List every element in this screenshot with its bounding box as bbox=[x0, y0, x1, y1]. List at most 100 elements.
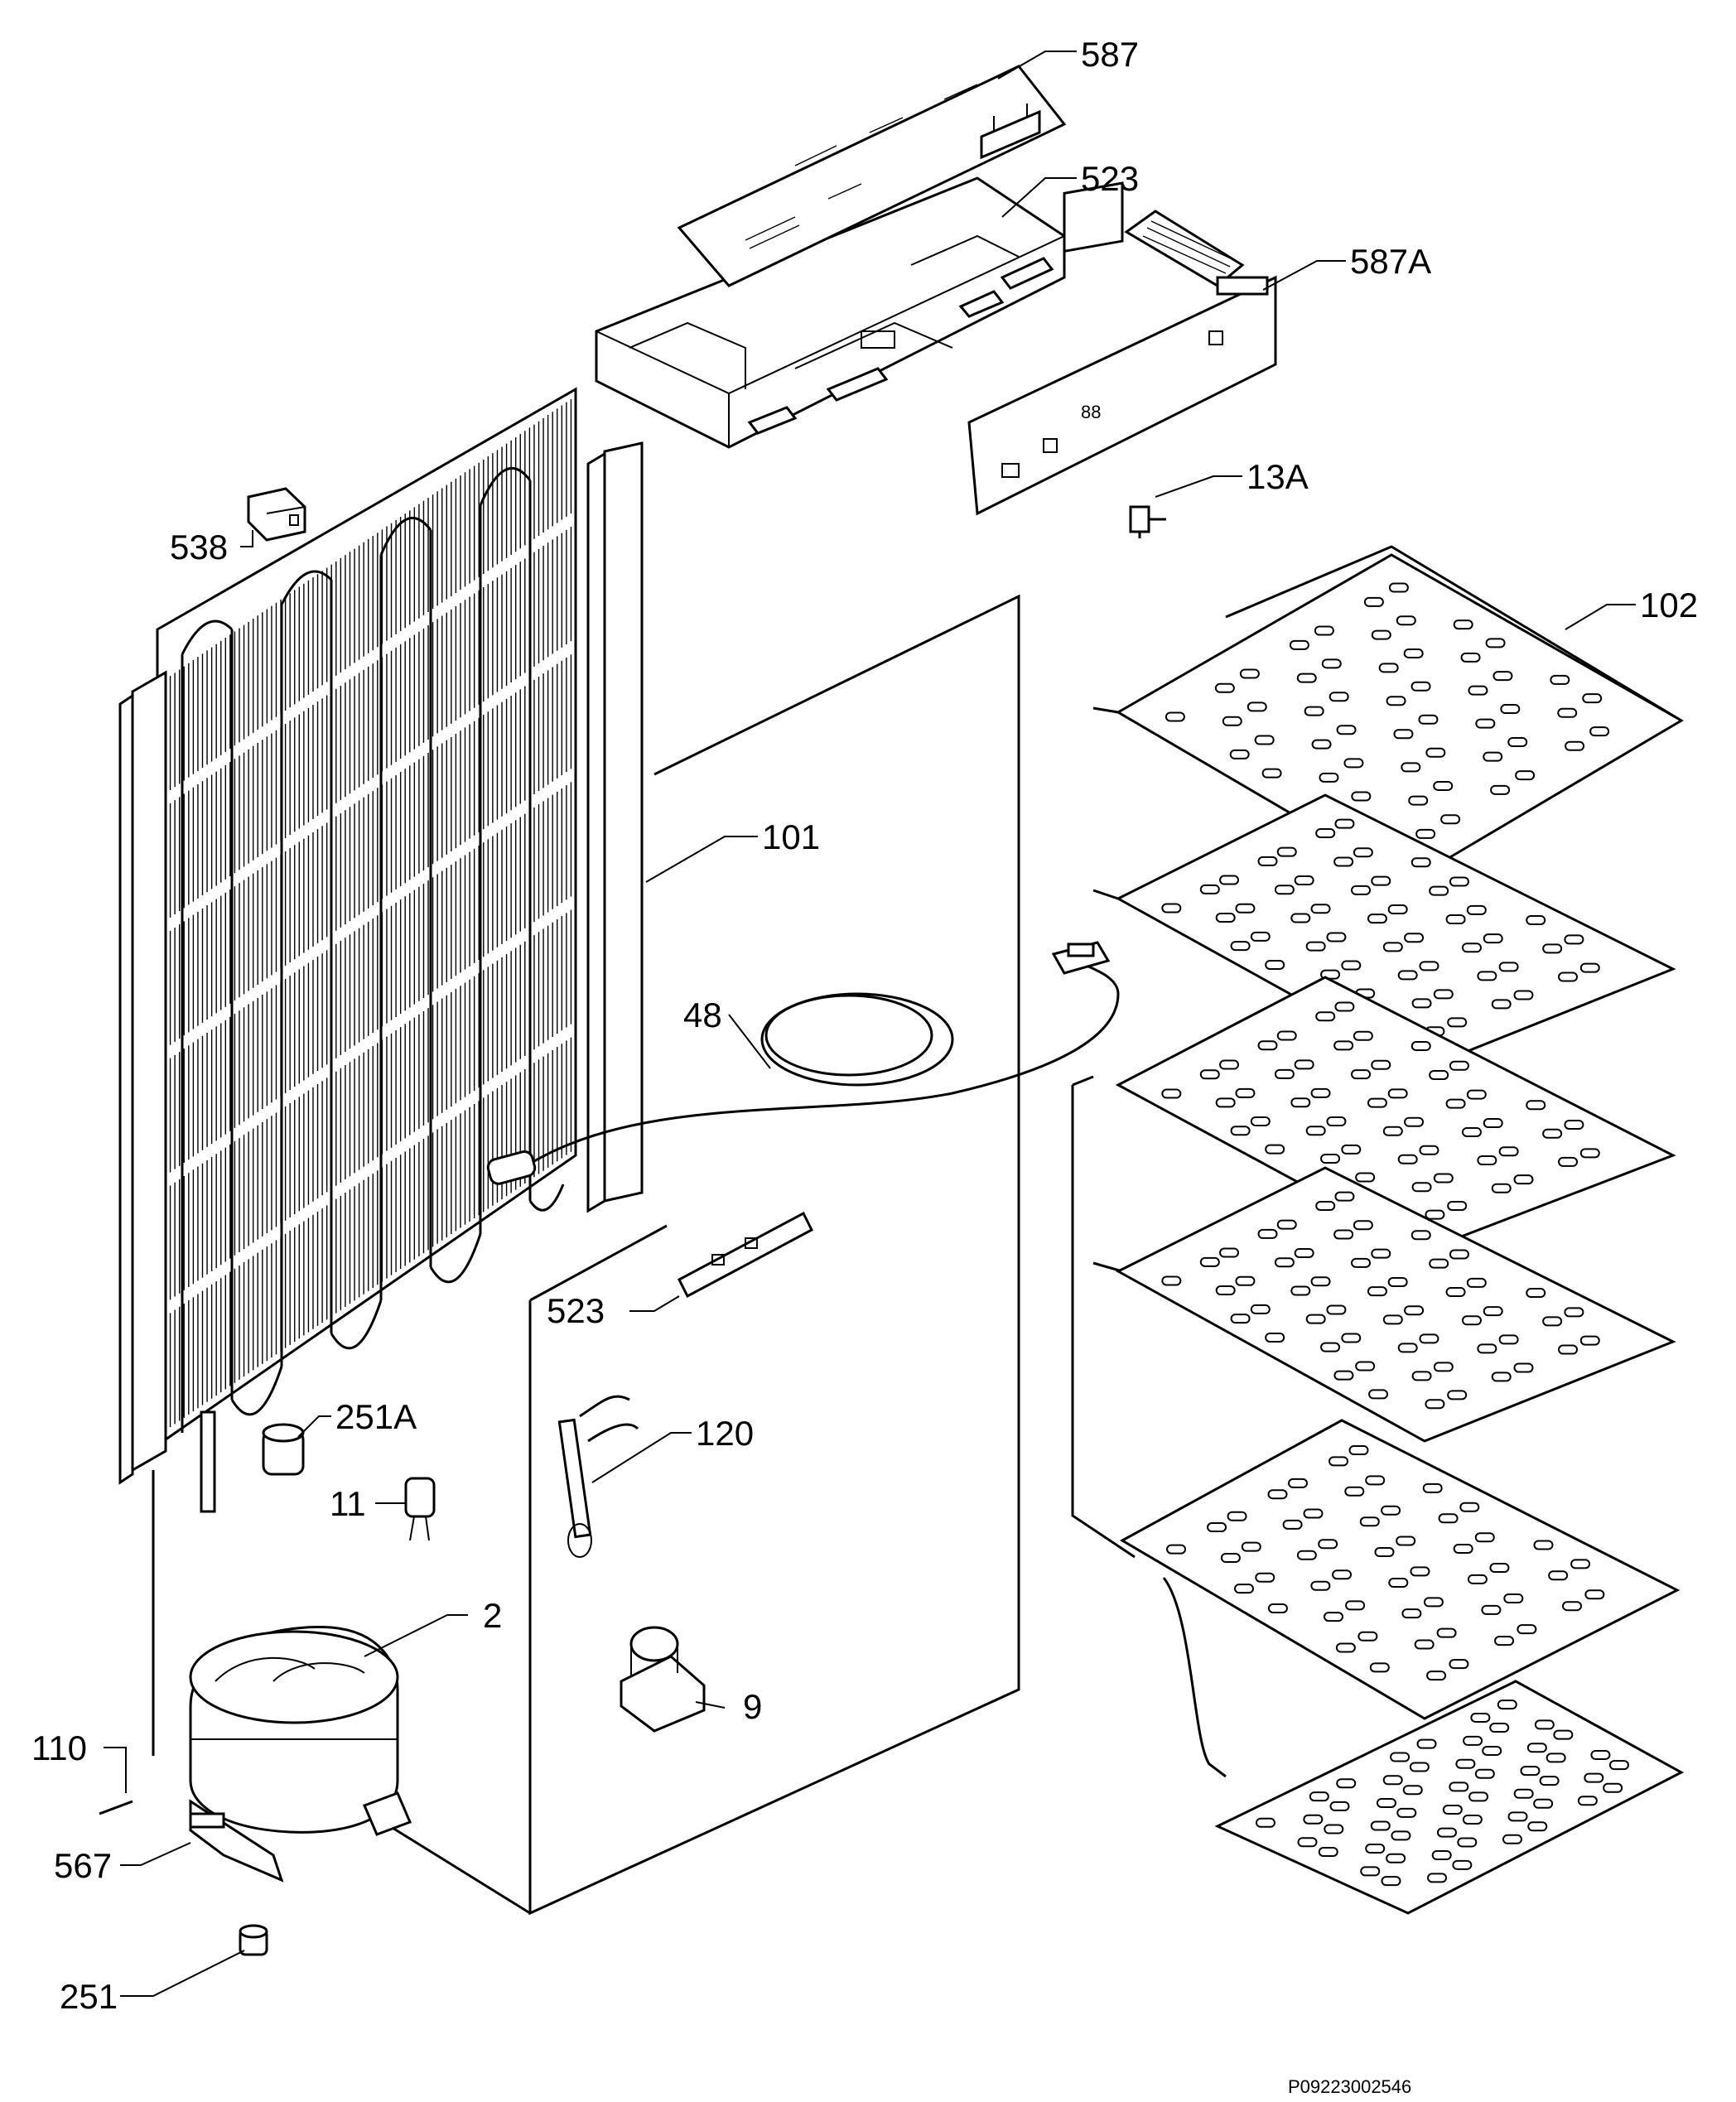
label-587a: 587A bbox=[1350, 242, 1431, 281]
shelf-slot bbox=[1401, 762, 1421, 773]
shelf-slot bbox=[1222, 716, 1242, 726]
shelf-slot bbox=[1290, 913, 1311, 923]
switch-13a bbox=[1129, 505, 1166, 538]
shelf-slot bbox=[1386, 1853, 1406, 1863]
shelf-slot bbox=[1215, 1097, 1236, 1108]
shelf-slot bbox=[1341, 960, 1362, 971]
shelf-slot bbox=[1360, 1866, 1381, 1877]
shelf-slot bbox=[1265, 1144, 1285, 1155]
shelf-slot bbox=[1449, 1659, 1469, 1670]
clip-538 bbox=[247, 487, 306, 542]
shelf-slot bbox=[1355, 1361, 1376, 1372]
shelf-slot bbox=[1466, 904, 1487, 915]
shelf-slot bbox=[1425, 1209, 1445, 1220]
shelf-slot bbox=[1219, 875, 1240, 885]
shelf-slot bbox=[1436, 1627, 1457, 1638]
shelf-slot bbox=[1409, 1762, 1430, 1772]
shelf-slot bbox=[1553, 1729, 1574, 1740]
shelf-slot bbox=[1411, 1182, 1432, 1193]
shelf-slot bbox=[1344, 1486, 1365, 1497]
shelf-slot bbox=[1227, 1511, 1247, 1521]
shelf-slot bbox=[1396, 1536, 1416, 1546]
shelf-slot bbox=[1425, 747, 1446, 758]
shelf-slot bbox=[1257, 1228, 1278, 1239]
shelf-slot bbox=[1526, 915, 1546, 926]
shelf-slot bbox=[1608, 1760, 1629, 1771]
shelf-slot bbox=[1274, 1068, 1295, 1079]
shelf-slot bbox=[1276, 846, 1297, 857]
shelf-slot bbox=[1296, 1550, 1317, 1560]
label-567: 567 bbox=[54, 1846, 112, 1885]
shelf-slot bbox=[1326, 1304, 1347, 1315]
shelf-slot bbox=[1396, 1807, 1417, 1818]
shelf-slot bbox=[1527, 1821, 1548, 1832]
shelf-slot bbox=[1433, 989, 1454, 1000]
shelf-slot bbox=[1557, 707, 1578, 718]
shelf-slot bbox=[1467, 1574, 1488, 1584]
shelf-slot bbox=[1335, 1642, 1356, 1653]
shelf-slot bbox=[1584, 1772, 1604, 1783]
shelf-slot bbox=[1305, 1126, 1326, 1136]
shelf-slot bbox=[1502, 1834, 1522, 1844]
shelf-slot bbox=[1388, 582, 1409, 593]
thermostat-120 bbox=[557, 1395, 639, 1558]
shelf-slot bbox=[1429, 1258, 1449, 1269]
shelf-slot bbox=[1457, 1837, 1478, 1848]
shelf-slot bbox=[1582, 693, 1603, 704]
shelf-slot bbox=[1404, 1116, 1425, 1127]
shelf-slot bbox=[1419, 961, 1439, 971]
shelf-slot bbox=[1449, 1060, 1469, 1071]
shelf-slot bbox=[1427, 1873, 1448, 1883]
shelf-slot bbox=[1491, 1183, 1512, 1193]
shelf-slot bbox=[1447, 1390, 1468, 1401]
shelf-slot bbox=[1214, 682, 1235, 693]
shelf-slot bbox=[1371, 1059, 1391, 1070]
shelf-slot bbox=[1311, 739, 1332, 750]
shelf-slot bbox=[1403, 648, 1424, 658]
shelf-slot bbox=[1235, 1275, 1256, 1286]
shelf-slot bbox=[1410, 1566, 1430, 1577]
shelf-slot bbox=[1274, 1257, 1295, 1268]
shelf-slot bbox=[1257, 856, 1278, 866]
shelf-slot bbox=[1333, 1229, 1354, 1240]
shelf-slot bbox=[1507, 1811, 1528, 1822]
shelf-slot bbox=[1199, 1069, 1220, 1080]
shelf-slot bbox=[1255, 1817, 1275, 1828]
shelf-slot bbox=[1461, 1315, 1482, 1326]
shelf-slot bbox=[1462, 1814, 1483, 1825]
label-587: 587 bbox=[1081, 35, 1139, 74]
shelf-slot bbox=[1315, 1200, 1336, 1211]
shelf-slot bbox=[1276, 1030, 1297, 1041]
shelf-slot bbox=[1550, 674, 1570, 685]
label-538: 538 bbox=[170, 528, 228, 566]
shelf-slot bbox=[1513, 1362, 1534, 1373]
shelf-slot bbox=[1442, 1805, 1463, 1815]
shelf-slot bbox=[1507, 737, 1528, 748]
shelf-slot bbox=[1431, 1850, 1452, 1860]
shelf-slot bbox=[1353, 1220, 1373, 1231]
shelf-slot bbox=[1410, 1041, 1431, 1052]
shelf-slot bbox=[1296, 673, 1317, 683]
shelf-slot bbox=[1239, 668, 1260, 679]
control-housing bbox=[595, 176, 1066, 449]
shelf-slot bbox=[1584, 1589, 1605, 1600]
shelf-slot bbox=[1415, 828, 1436, 839]
shelf-slot bbox=[1378, 663, 1399, 673]
shelf-slot bbox=[1422, 1482, 1443, 1493]
shelf-slot bbox=[1526, 1100, 1546, 1111]
shelf-slot bbox=[1289, 639, 1309, 650]
shelf-slot bbox=[1351, 885, 1372, 895]
shelf-slot bbox=[1282, 1519, 1303, 1530]
shelf-slot bbox=[1433, 780, 1454, 791]
shelf-plate bbox=[1119, 1419, 1681, 1720]
shelf-slot bbox=[1485, 638, 1506, 648]
shelf-slot bbox=[1345, 1600, 1366, 1611]
shelf-slot bbox=[1334, 818, 1355, 829]
shelf-slot bbox=[1411, 998, 1432, 1009]
shelf-slot bbox=[1397, 1343, 1418, 1353]
shelf-slot bbox=[1498, 962, 1519, 972]
shelf-slot bbox=[1438, 1513, 1459, 1524]
shelf-slot bbox=[1564, 1119, 1584, 1130]
shelf-slot bbox=[1310, 1580, 1331, 1591]
shelf-slot bbox=[1542, 1316, 1563, 1327]
